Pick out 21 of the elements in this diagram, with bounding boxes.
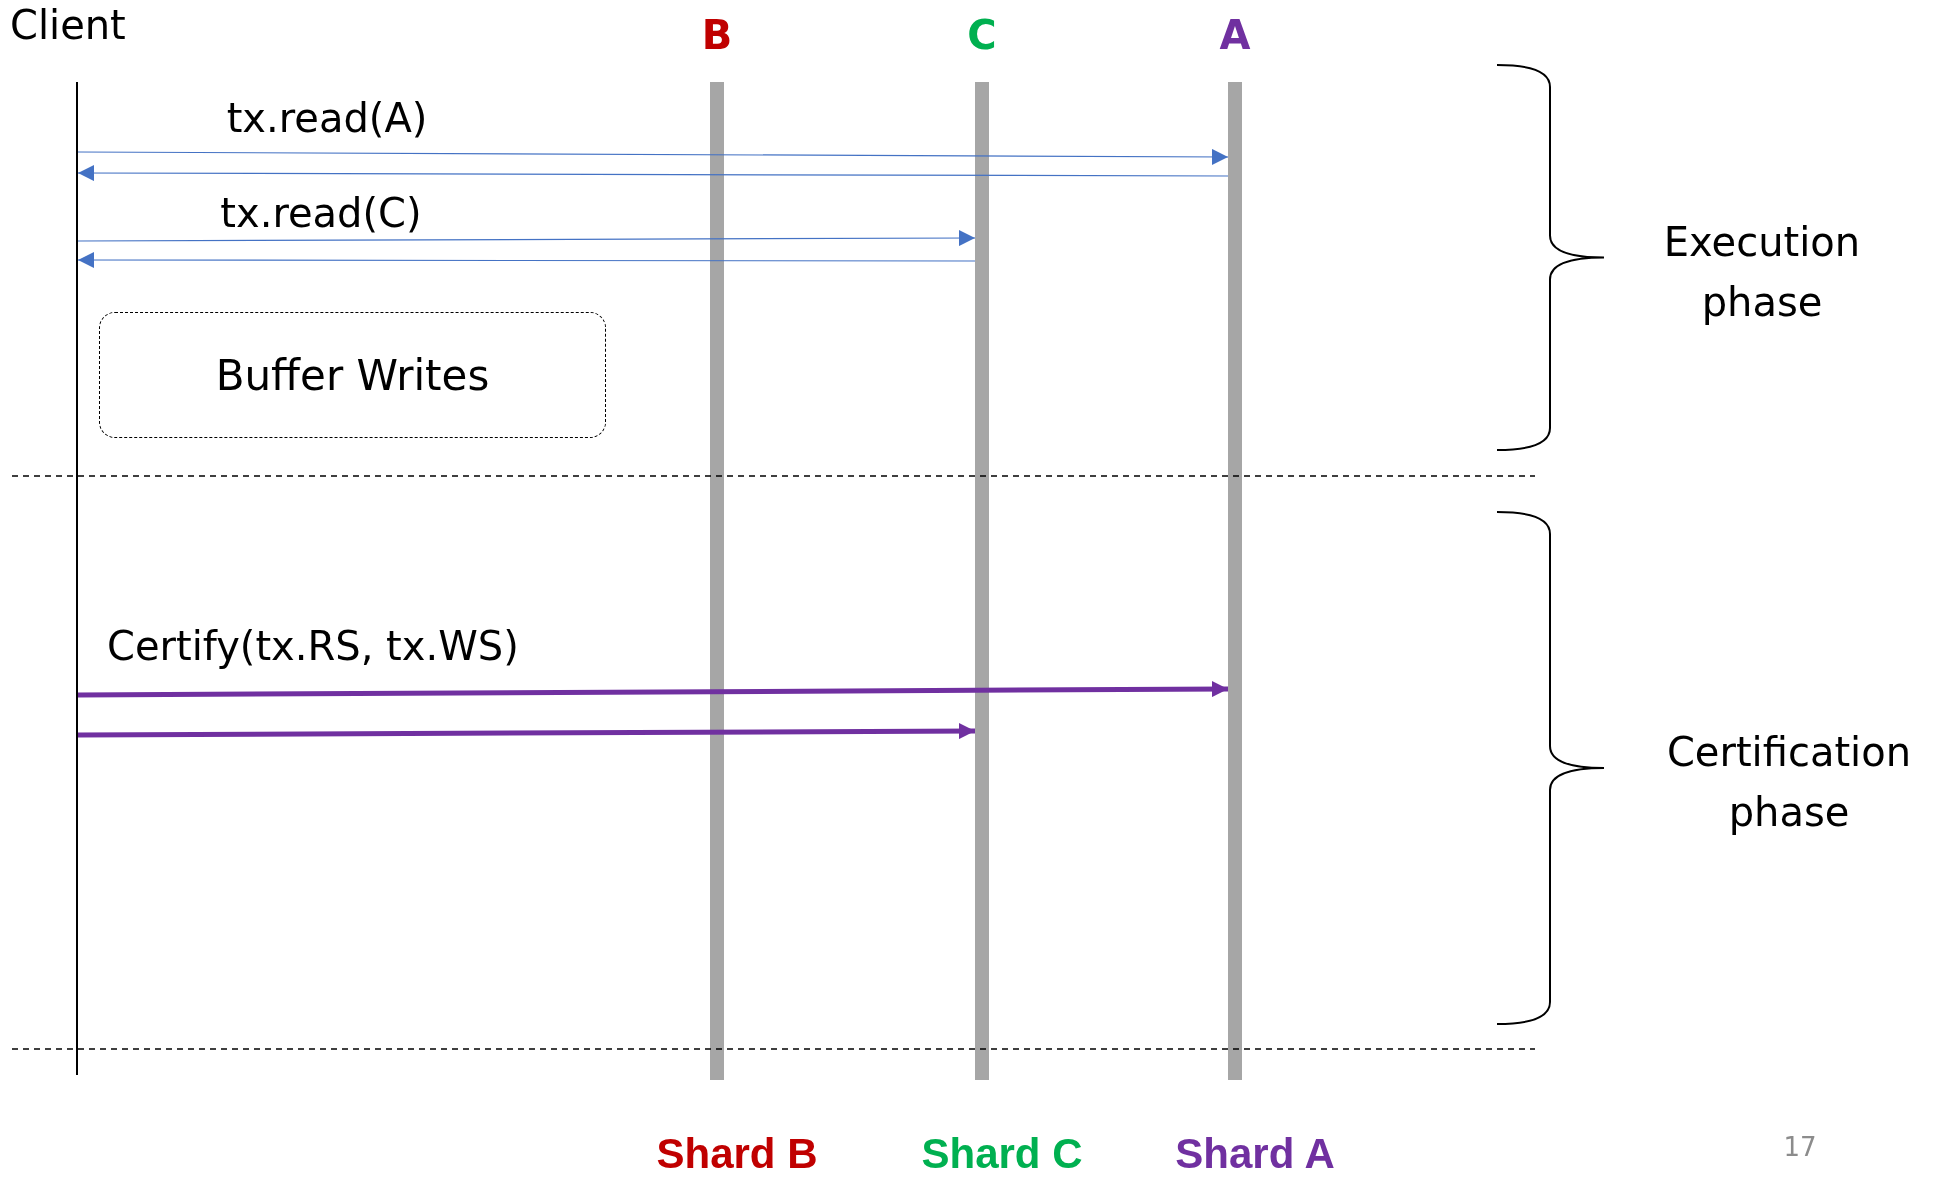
lifeline-label: A [1219,12,1251,58]
arrow [78,723,975,740]
edge-label: Certify(tx.RS, tx.WS) [107,623,519,669]
edge-label: tx.read(A) [226,95,428,141]
arrow [77,148,1229,165]
phase-label: Execution phase [1662,218,1862,327]
lifeline-label: C [967,12,997,58]
process-box [99,312,606,438]
arrow [77,252,976,268]
arrow [77,165,1229,182]
lifeline-label: Shard C [921,1130,1083,1178]
edge-label: tx.read(C) [220,190,422,236]
arrow [78,681,1228,698]
arrow [77,230,976,247]
lifeline-label: Client [10,2,126,48]
phase-label: Certification phase [1665,728,1913,837]
lifeline-label: Shard A [1175,1130,1335,1178]
lifeline-label: B [701,12,733,58]
page-number: 17 [1782,1131,1818,1164]
lifeline-label: Shard B [656,1130,818,1178]
box-label: Buffer Writes [215,350,490,400]
